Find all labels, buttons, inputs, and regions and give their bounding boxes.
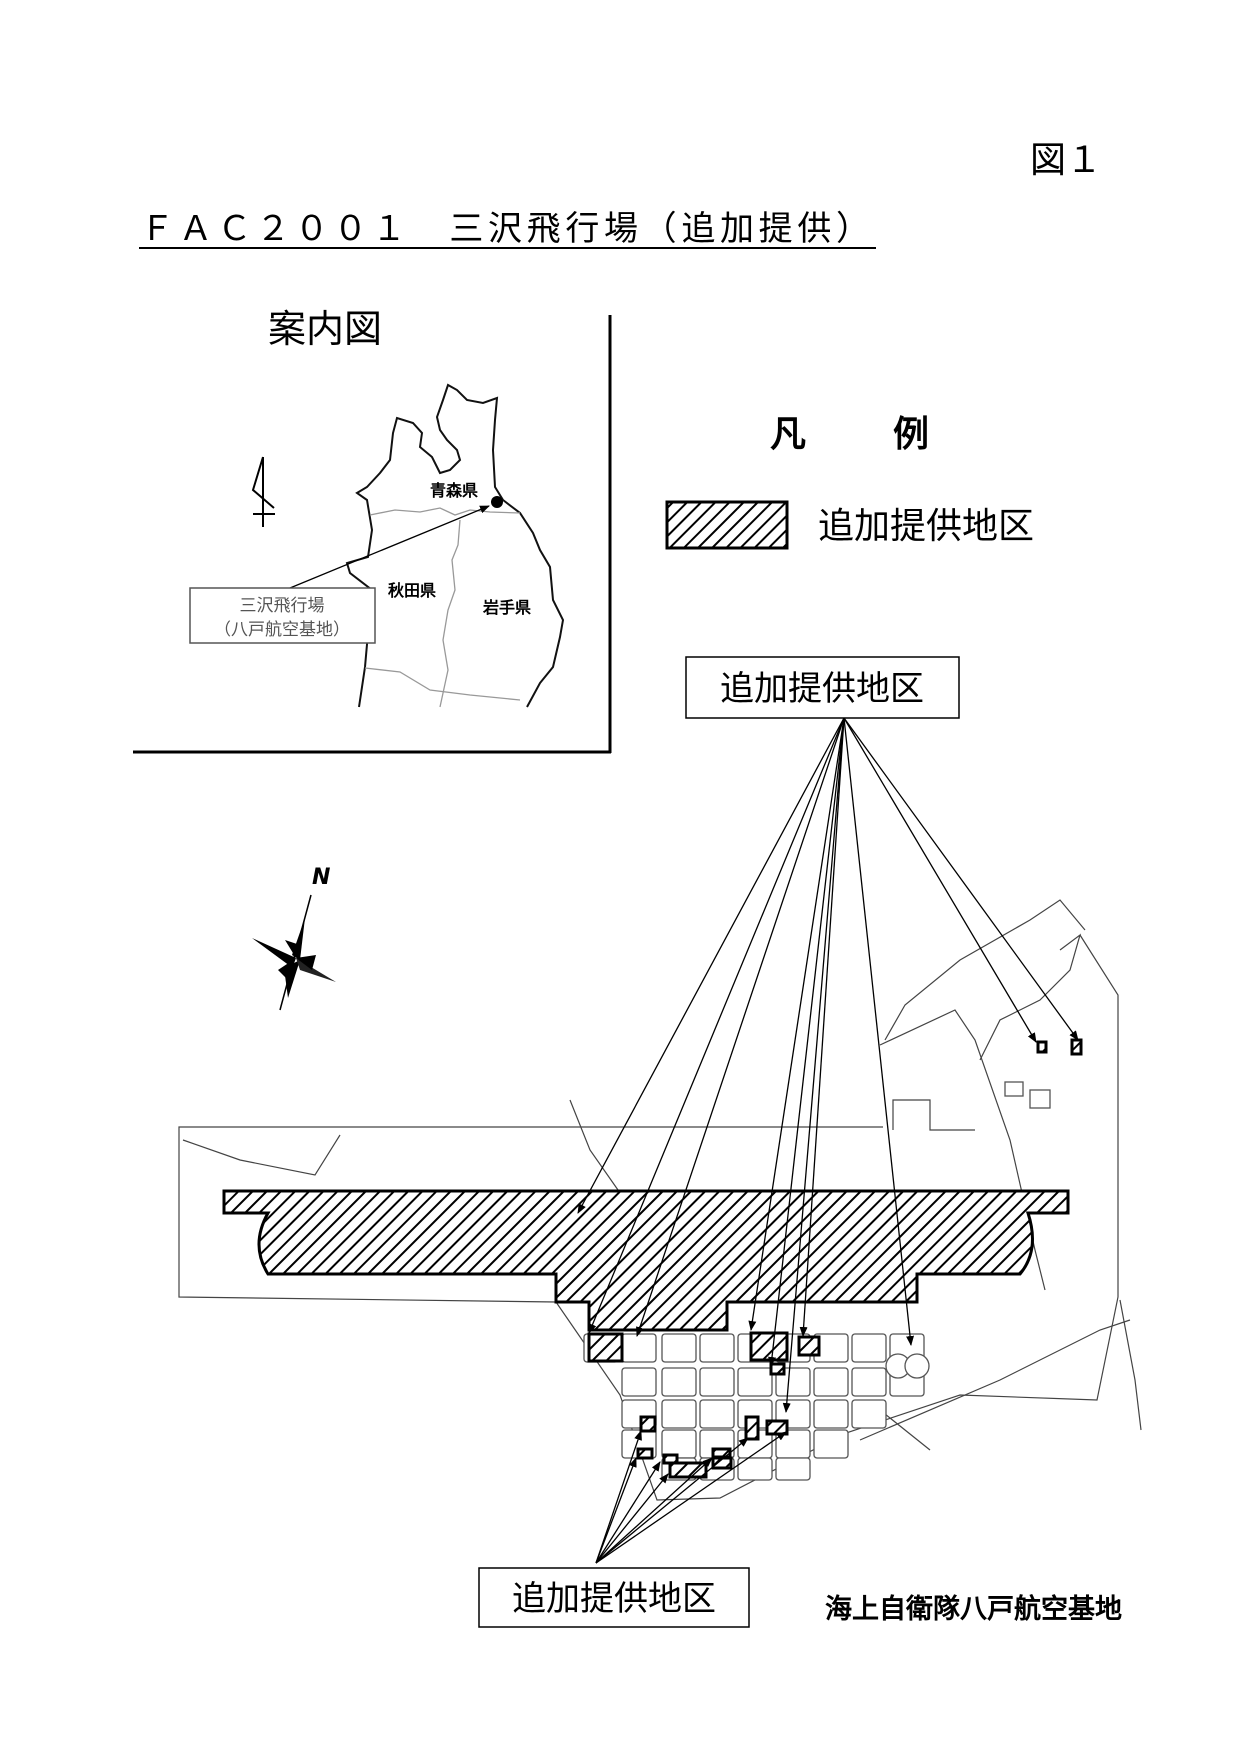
hangar-area [892, 1099, 975, 1131]
additional-area [797, 1335, 821, 1357]
building-block [851, 1399, 887, 1429]
south-road [859, 1319, 1131, 1441]
inset-heading: 案内図 [268, 307, 382, 351]
building [1004, 1081, 1024, 1097]
additional-area [744, 1415, 760, 1441]
tank [904, 1353, 930, 1379]
callout-box-bottom [478, 1567, 750, 1628]
page-title: ＦＡＣ２００１ 三沢飛行場（追加提供） [140, 209, 870, 249]
north-perimeter [884, 899, 1086, 1041]
southern-border [364, 667, 521, 701]
additional-area [636, 1447, 654, 1460]
building-block [661, 1333, 697, 1363]
north-apron [979, 933, 1082, 1061]
legend-heading-1: 凡 [770, 413, 806, 455]
additional-area [749, 1331, 789, 1362]
airfield-map [178, 717, 1142, 1564]
east-road [1119, 1299, 1142, 1431]
building-block [699, 1333, 735, 1363]
taxiway-west [182, 1134, 341, 1176]
building-block [661, 1399, 697, 1429]
inset-map: 案内図 青森県 秋田県 岩手県 三沢飛行場 （八戸航空基地） [133, 307, 612, 754]
additional-area [587, 1332, 624, 1363]
callout-bottom-label: 追加提供地区 [512, 1579, 716, 1619]
callout-top-label: 追加提供地区 [720, 669, 924, 709]
misawa-location-marker [491, 496, 503, 508]
building-block [775, 1457, 811, 1481]
additional-area [711, 1456, 733, 1470]
callout-box-top [685, 656, 960, 719]
south-spur [879, 1409, 931, 1451]
tohoku-coastline [345, 383, 565, 708]
label-iwate: 岩手県 [482, 598, 531, 617]
building-block [621, 1367, 657, 1397]
base-name-label: 海上自衛隊八戸航空基地 [825, 1593, 1122, 1625]
building-block [699, 1367, 735, 1397]
inset-callout-line2: （八戸航空基地） [214, 620, 350, 640]
label-akita: 秋田県 [388, 581, 436, 600]
legend-item-label: 追加提供地区 [818, 506, 1034, 547]
building [1029, 1089, 1051, 1109]
building-block [737, 1457, 773, 1481]
additional-area-runway [222, 1189, 1070, 1332]
additional-area [668, 1461, 708, 1479]
building-block [737, 1367, 773, 1397]
apron-road [879, 1009, 1046, 1291]
label-aomori: 青森県 [430, 481, 478, 500]
building-block [813, 1399, 849, 1429]
building-block [851, 1333, 887, 1363]
building-block [699, 1399, 735, 1429]
legend-hatch-swatch [665, 500, 789, 550]
building-block [851, 1367, 887, 1397]
inset-callout-box [189, 587, 376, 644]
additional-area [711, 1447, 732, 1459]
north-label: N [312, 865, 330, 890]
callout-bottom-arrows [595, 1430, 787, 1564]
compass-rose-icon: N [252, 865, 336, 1011]
additional-area [765, 1419, 789, 1436]
building-block [621, 1333, 657, 1363]
north-arrow-icon [251, 456, 275, 527]
airfield-boundary [178, 934, 1119, 1501]
legend: 凡 例 追加提供地区 [665, 413, 1034, 550]
callout-top-arrows [577, 717, 1079, 1413]
additional-area-north-2 [1070, 1038, 1083, 1056]
building-block [813, 1367, 849, 1397]
additional-area-north-1 [1036, 1040, 1048, 1054]
access-road [569, 1099, 619, 1191]
additional-area [769, 1362, 786, 1376]
legend-heading-2: 例 [893, 413, 929, 455]
inset-callout-arrow [289, 505, 490, 589]
building-block [661, 1367, 697, 1397]
building-block [813, 1429, 849, 1459]
aomori-border [369, 507, 521, 516]
akita-iwate-border [439, 519, 461, 708]
additional-area [639, 1415, 657, 1433]
inset-callout-line1: 三沢飛行場 [240, 596, 325, 616]
figure-label: 図１ [1030, 140, 1102, 181]
